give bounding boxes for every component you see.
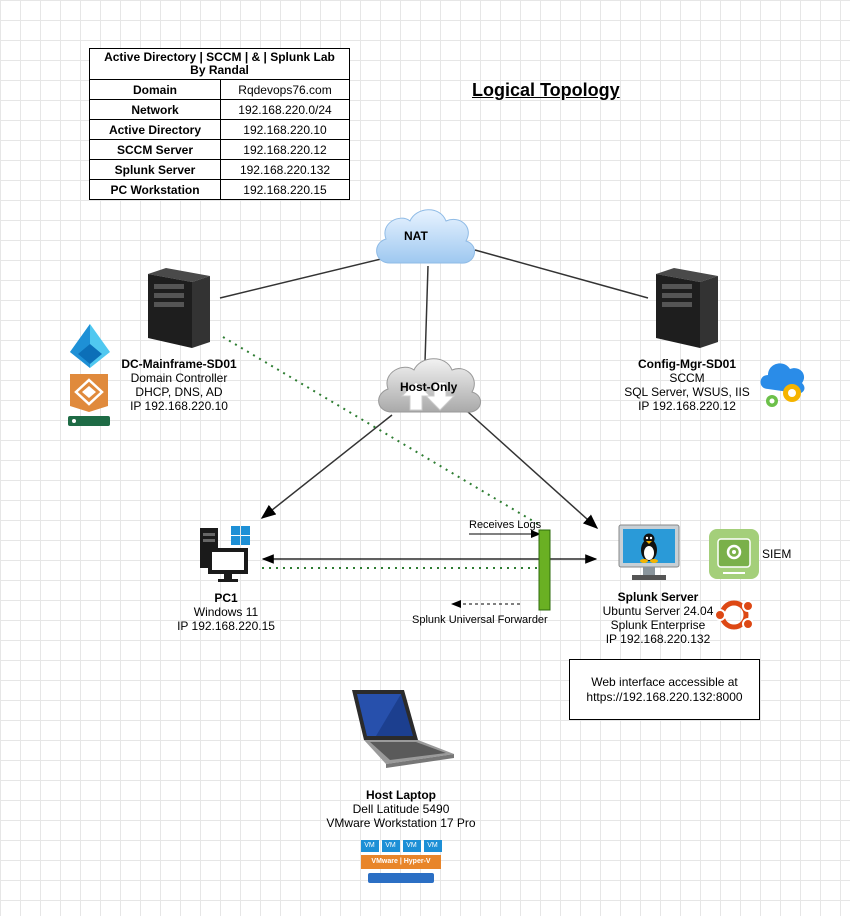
row-value: 192.168.220.10 xyxy=(220,119,350,140)
nat-cloud-icon xyxy=(376,209,475,264)
nat-label: NAT xyxy=(404,229,428,243)
azure-active-directory-icon xyxy=(70,324,110,368)
forwarder-label: Splunk Universal Forwarder xyxy=(412,614,548,626)
host-only-label: Host-Only xyxy=(400,380,458,394)
vm-block: VM xyxy=(360,840,379,852)
pc1-label: PC1 Windows 11 IP 192.168.220.15 xyxy=(158,591,294,633)
hostonly-to-splunk-arrow xyxy=(467,411,599,530)
windows-logo-icon xyxy=(231,526,250,545)
hostonly-to-pc1-arrow xyxy=(260,414,393,519)
host-laptop-label: Host Laptop Dell Latitude 5490 VMware Wo… xyxy=(326,788,476,830)
nat-to-config-line xyxy=(474,249,649,299)
dc-label: DC-Mainframe-SD01 Domain Controller DHCP… xyxy=(104,357,254,413)
pc1-os: Windows 11 xyxy=(193,605,259,619)
siem-label: SIEM xyxy=(762,547,792,561)
row-value: 192.168.220.12 xyxy=(220,139,350,160)
lab-info-table: Active Directory | SCCM | & | Splunk Lab… xyxy=(89,48,350,200)
row-key: PC Workstation xyxy=(89,179,221,200)
config-mgr-services: SQL Server, WSUS, IIS xyxy=(624,385,750,399)
dc-server-icon xyxy=(148,268,210,348)
web-interface-url: https://192.168.220.132:8000 xyxy=(586,689,743,704)
linux-penguin-icon xyxy=(640,533,658,563)
hypervisor-brand-bar: VMware | Hyper-V xyxy=(361,855,441,869)
web-interface-note: Web interface accessible at https://192.… xyxy=(569,659,760,720)
web-interface-text: Web interface accessible at xyxy=(591,674,738,689)
host-laptop-icon xyxy=(352,690,454,768)
vm-block: VM xyxy=(423,840,442,852)
hypervisor-icon: VM VM VM VM VMware | Hyper-V xyxy=(360,840,442,898)
pc1-ip: IP 192.168.220.15 xyxy=(177,619,275,633)
cloud-gear-icon xyxy=(760,363,805,407)
nat-to-hostonly-line xyxy=(424,265,429,363)
universal-forwarder-bar xyxy=(538,529,551,611)
diagram-title: Logical Topology xyxy=(472,80,620,100)
splunk-server-name: Splunk Server xyxy=(617,590,699,604)
dc-role: Domain Controller xyxy=(130,371,228,385)
dc-to-splunk-dotted xyxy=(222,336,539,525)
siem-icon xyxy=(709,529,759,579)
row-value: 192.168.220.0/24 xyxy=(220,99,350,120)
splunk-server-monitor-icon xyxy=(618,524,680,580)
pc1-name: PC1 xyxy=(214,591,238,605)
splunk-server-label: Splunk Server Ubuntu Server 24.04 Splunk… xyxy=(578,590,738,646)
host-laptop-name: Host Laptop xyxy=(366,788,436,802)
config-mgr-server-icon xyxy=(656,268,718,348)
host-only-cloud-icon xyxy=(378,358,481,413)
config-mgr-name: Config-Mgr-SD01 xyxy=(638,357,736,371)
vm-block: VM xyxy=(402,840,421,852)
dc-services: DHCP, DNS, AD xyxy=(135,385,223,399)
row-key: Splunk Server xyxy=(89,159,221,180)
dc-ip: IP 192.168.220.10 xyxy=(130,399,228,413)
nat-to-dc-line xyxy=(219,257,386,299)
dc-name: DC-Mainframe-SD01 xyxy=(121,357,237,371)
receives-logs-label: Receives Logs xyxy=(469,519,542,531)
host-laptop-model: Dell Latitude 5490 xyxy=(352,802,450,816)
lab-author-text: By Randal xyxy=(190,63,249,77)
hypervisor-hardware-bar xyxy=(368,873,434,883)
splunk-server-ip: IP 192.168.220.132 xyxy=(605,632,711,646)
config-mgr-role: SCCM xyxy=(669,371,705,385)
host-laptop-hypervisor: VMware Workstation 17 Pro xyxy=(326,816,476,830)
row-value: 192.168.220.15 xyxy=(220,179,350,200)
lab-info-header: Active Directory | SCCM | & | Splunk Lab… xyxy=(89,48,350,80)
pc1-workstation-icon xyxy=(200,526,250,582)
lab-title-text: Active Directory | SCCM | & | Splunk Lab xyxy=(104,50,335,64)
active-directory-server-icon xyxy=(68,374,110,426)
splunk-server-os: Ubuntu Server 24.04 xyxy=(602,604,714,618)
row-key: Network xyxy=(89,99,221,120)
config-mgr-ip: IP 192.168.220.12 xyxy=(638,399,736,413)
config-mgr-label: Config-Mgr-SD01 SCCM SQL Server, WSUS, I… xyxy=(612,357,762,413)
splunk-server-software: Splunk Enterprise xyxy=(610,618,706,632)
vm-block: VM xyxy=(381,840,400,852)
ubuntu-logo-icon xyxy=(714,600,754,630)
